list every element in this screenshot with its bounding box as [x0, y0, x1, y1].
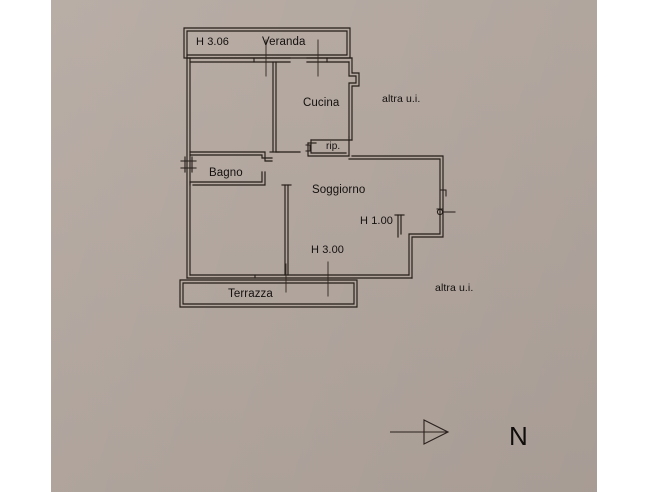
opening-veranda-right — [306, 57, 328, 63]
room-label-cucina: Cucina — [303, 97, 340, 109]
paper-sheet — [51, 0, 597, 492]
window-symbol-left — [180, 156, 197, 173]
neighbor-unit-label-bottom: altra u.i. — [435, 282, 474, 294]
opening-veranda-left — [253, 57, 291, 63]
neighbor-unit-label-top: altra u.i. — [382, 93, 421, 105]
room-label-rip: rip. — [326, 141, 341, 152]
partition-vertical-lower — [281, 184, 292, 276]
room-label-soggiorno: Soggiorno — [312, 184, 366, 196]
height-label-h100: H 1.00 — [360, 215, 394, 227]
door-swing-indicators — [265, 39, 329, 297]
room-label-bagno: Bagno — [209, 167, 243, 179]
room-label-veranda: Veranda — [262, 36, 306, 48]
partition-vertical-upper — [269, 61, 280, 153]
height-label-h306: H 3.06 — [196, 36, 230, 48]
plan-linework — [179, 27, 456, 308]
partition-bagno-top — [189, 151, 273, 162]
terrazza-outline — [179, 279, 358, 308]
door-rip — [305, 144, 311, 152]
opening-terrazza-left — [254, 274, 286, 279]
door-right-wall — [436, 189, 456, 216]
h100-niche — [394, 214, 405, 238]
partition-bagno-bottom — [189, 171, 266, 186]
opening-terrazza-right — [292, 274, 331, 279]
apartment-outer-walls — [186, 54, 360, 279]
north-compass-letter: N — [509, 421, 528, 451]
rip-closet — [307, 139, 353, 157]
height-label-h300: H 3.00 — [311, 244, 345, 256]
room-label-terrazza: Terrazza — [228, 288, 273, 300]
right-stepped-wall — [348, 155, 444, 279]
north-arrow — [390, 419, 450, 445]
